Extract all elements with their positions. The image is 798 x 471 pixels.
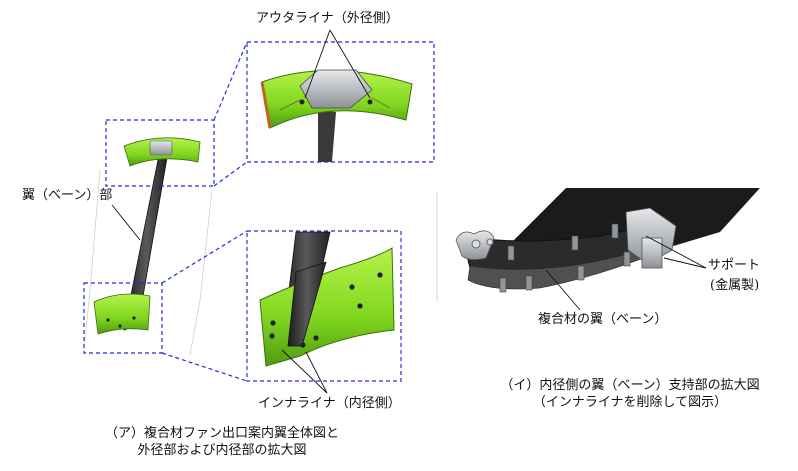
caption-left-line2: 外径部および内径部の拡大図	[137, 442, 307, 458]
leader-lines-right	[545, 235, 707, 311]
label-outer-liner: アウタライナ（外径側）	[256, 11, 399, 26]
outer-liner-zoom	[260, 69, 413, 162]
label-vane-section: 翼（ベーン）部	[22, 188, 113, 203]
upper-zoom-frame	[105, 41, 435, 187]
label-composite-vane: 複合材の翼（ベーン）	[538, 312, 668, 327]
caption-left-line1: （ア）複合材ファン出口案内翼全体図と	[104, 426, 339, 441]
inner-support-view	[436, 188, 760, 302]
lower-zoom-frame	[83, 230, 402, 382]
caption-right-line2: （インナライナを削除して図示）	[532, 394, 728, 410]
label-support: サポート	[708, 258, 761, 273]
leader-lines-left	[111, 29, 371, 394]
label-support-material: (金属製)	[710, 278, 760, 293]
label-inner-liner: インナライナ（内径側）	[258, 396, 401, 411]
inner-liner-small	[93, 293, 151, 335]
caption-left: （ア）複合材ファン出口案内翼全体図と 外径部および内径部の拡大図	[62, 426, 382, 460]
caption-right-line1: （イ）内径側の翼（ベーン）支持部の拡大図	[500, 378, 760, 393]
caption-right: （イ）内径側の翼（ベーン）支持部の拡大図 （インナライナを削除して図示）	[460, 378, 798, 412]
inner-liner-zoom	[259, 231, 395, 367]
overall-vane-view	[83, 137, 213, 356]
